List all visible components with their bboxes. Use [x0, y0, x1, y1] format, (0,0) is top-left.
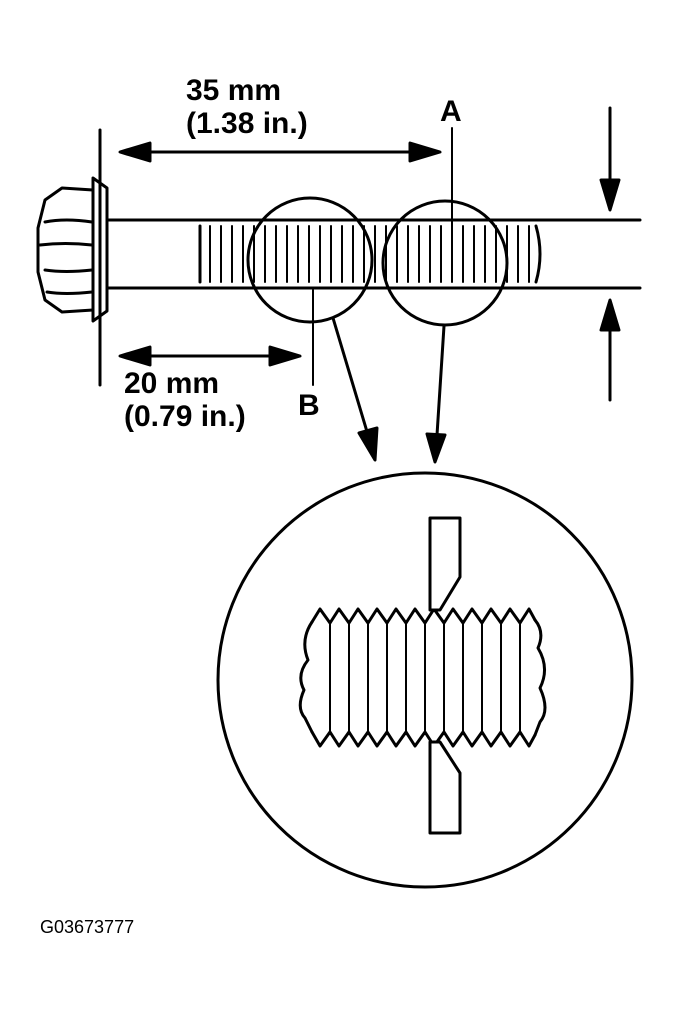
- dimension-20mm-inch-label: (0.79 in.): [124, 400, 246, 433]
- magnified-thread-detail: [216, 471, 634, 889]
- point-a-label: A: [440, 95, 462, 128]
- caliper-jaw-top: [428, 516, 462, 612]
- measure-circle-b: [246, 196, 374, 324]
- leader-arrows: [331, 316, 447, 464]
- bolt-shaft: [105, 218, 642, 290]
- thread-lines: [209, 225, 530, 283]
- figure-code: G03673777: [40, 917, 135, 937]
- bolt-head: [36, 128, 109, 387]
- dimension-20mm-arrow: [118, 345, 302, 367]
- dimension-35mm-label: 35 mm: [186, 74, 282, 107]
- dimension-35mm-inch-label: (1.38 in.): [186, 107, 308, 140]
- dimension-35mm-arrow: [118, 141, 442, 163]
- diameter-arrows: [599, 106, 621, 402]
- point-b-label: B: [298, 389, 320, 422]
- dimension-20mm-label: 20 mm: [124, 367, 220, 400]
- caliper-jaw-bottom: [428, 740, 462, 835]
